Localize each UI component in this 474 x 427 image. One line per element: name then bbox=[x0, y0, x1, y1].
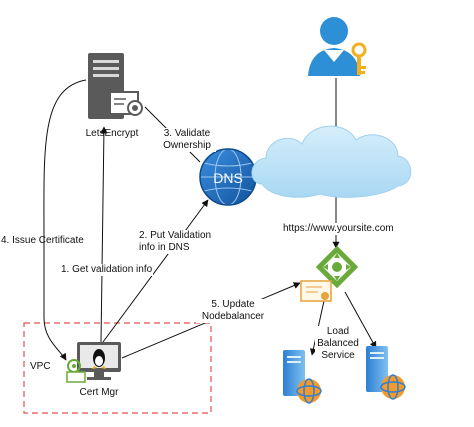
step2-label: 2. Put Validation info in DNS bbox=[138, 230, 213, 254]
step3-label: 3. Validate Ownership bbox=[158, 128, 216, 152]
step2-line2: info in DNS bbox=[139, 242, 190, 253]
dns-label: DNS bbox=[213, 170, 243, 186]
load-balancer-icon bbox=[315, 245, 359, 289]
cert-badge-small-icon bbox=[66, 359, 86, 383]
step1-label: 1. Get validation info bbox=[60, 264, 154, 276]
step2-line1: 2. Put Validation bbox=[139, 230, 212, 241]
web-server-icon-right bbox=[366, 346, 406, 400]
cert-mgr-label: Cert Mgr bbox=[79, 387, 119, 398]
step4-label: 4. Issue Certificate bbox=[1, 235, 84, 246]
service-line3: Service bbox=[321, 350, 355, 361]
service-line1: Load bbox=[326, 326, 350, 337]
step3-line2: Ownership bbox=[163, 140, 211, 151]
step5-label: 5. Update Nodebalancer bbox=[196, 299, 270, 323]
arrow-balancer-to-server-left bbox=[309, 291, 327, 356]
web-server-icon-left bbox=[283, 350, 322, 404]
service-line2: Balanced bbox=[317, 338, 359, 349]
step5-line2: Nodebalancer bbox=[201, 311, 265, 322]
service-label: Load Balanced Service bbox=[315, 326, 361, 362]
cloud-icon bbox=[251, 125, 412, 198]
arrow-step4 bbox=[43, 79, 87, 361]
arrow-step1 bbox=[100, 126, 108, 343]
user-key-icon bbox=[308, 17, 367, 76]
letsencrypt-label: LetsEncrypt bbox=[85, 128, 139, 139]
arrow-balancer-to-server-right bbox=[344, 291, 377, 349]
server-certificate-icon bbox=[88, 53, 143, 119]
step3-line1: 3. Validate bbox=[163, 128, 211, 139]
certificate-icon bbox=[300, 280, 332, 302]
website-url-label: https://www.yoursite.com bbox=[282, 223, 395, 235]
linux-monitor-icon bbox=[77, 342, 121, 380]
vpc-label: VPC bbox=[30, 361, 51, 372]
arrow-step2 bbox=[102, 199, 209, 343]
step5-line1: 5. Update bbox=[211, 299, 255, 310]
